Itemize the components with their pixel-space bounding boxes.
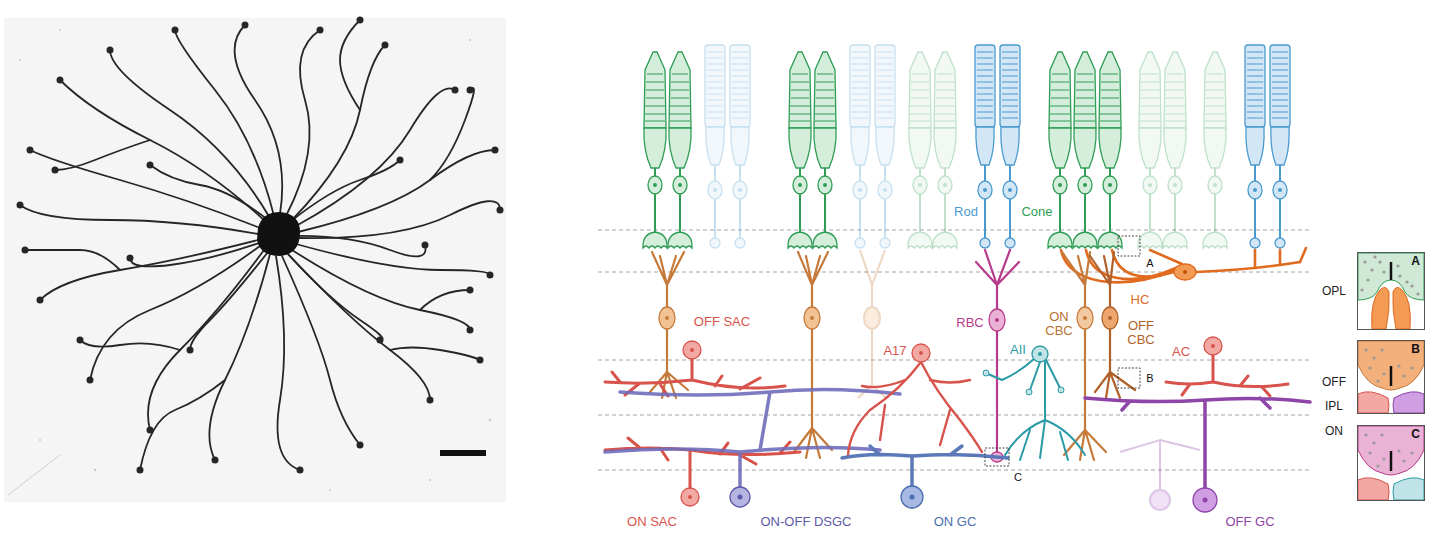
cell-label: AII	[1009, 343, 1027, 357]
cell-label: OFF SAC	[693, 315, 751, 329]
inset-panel: B	[1357, 340, 1425, 414]
inset-letter: C	[1411, 428, 1420, 441]
cell-label: Cone	[1020, 205, 1053, 219]
cell-label: RBC	[955, 316, 984, 330]
callout-letter: C	[1013, 471, 1023, 483]
inset-panel: C	[1357, 425, 1425, 501]
cell-label: ON CBC	[1043, 310, 1075, 339]
layer-label: OFF	[1321, 376, 1347, 389]
callout-letter: A	[1145, 257, 1154, 269]
cell-label: ON SAC	[626, 515, 678, 529]
cell-label: A17	[882, 344, 907, 358]
layer-label: ON	[1324, 425, 1344, 438]
cell-label: ON-OFF DSGC	[760, 515, 853, 529]
cell-label: HC	[1130, 293, 1151, 307]
callout-letter: B	[1145, 372, 1154, 384]
cell-label: OFF GC	[1224, 515, 1275, 529]
inset-letter: A	[1411, 255, 1420, 268]
cell-label: OFF CBC	[1125, 319, 1157, 348]
cell-label: AC	[1171, 345, 1191, 359]
inset-letter: B	[1411, 343, 1420, 356]
cell-label: ON GC	[933, 515, 978, 529]
layer-label: OPL	[1321, 285, 1347, 298]
layer-label: IPL	[1324, 400, 1344, 413]
cell-label: Rod	[953, 205, 979, 219]
inset-panel: A	[1357, 252, 1425, 330]
